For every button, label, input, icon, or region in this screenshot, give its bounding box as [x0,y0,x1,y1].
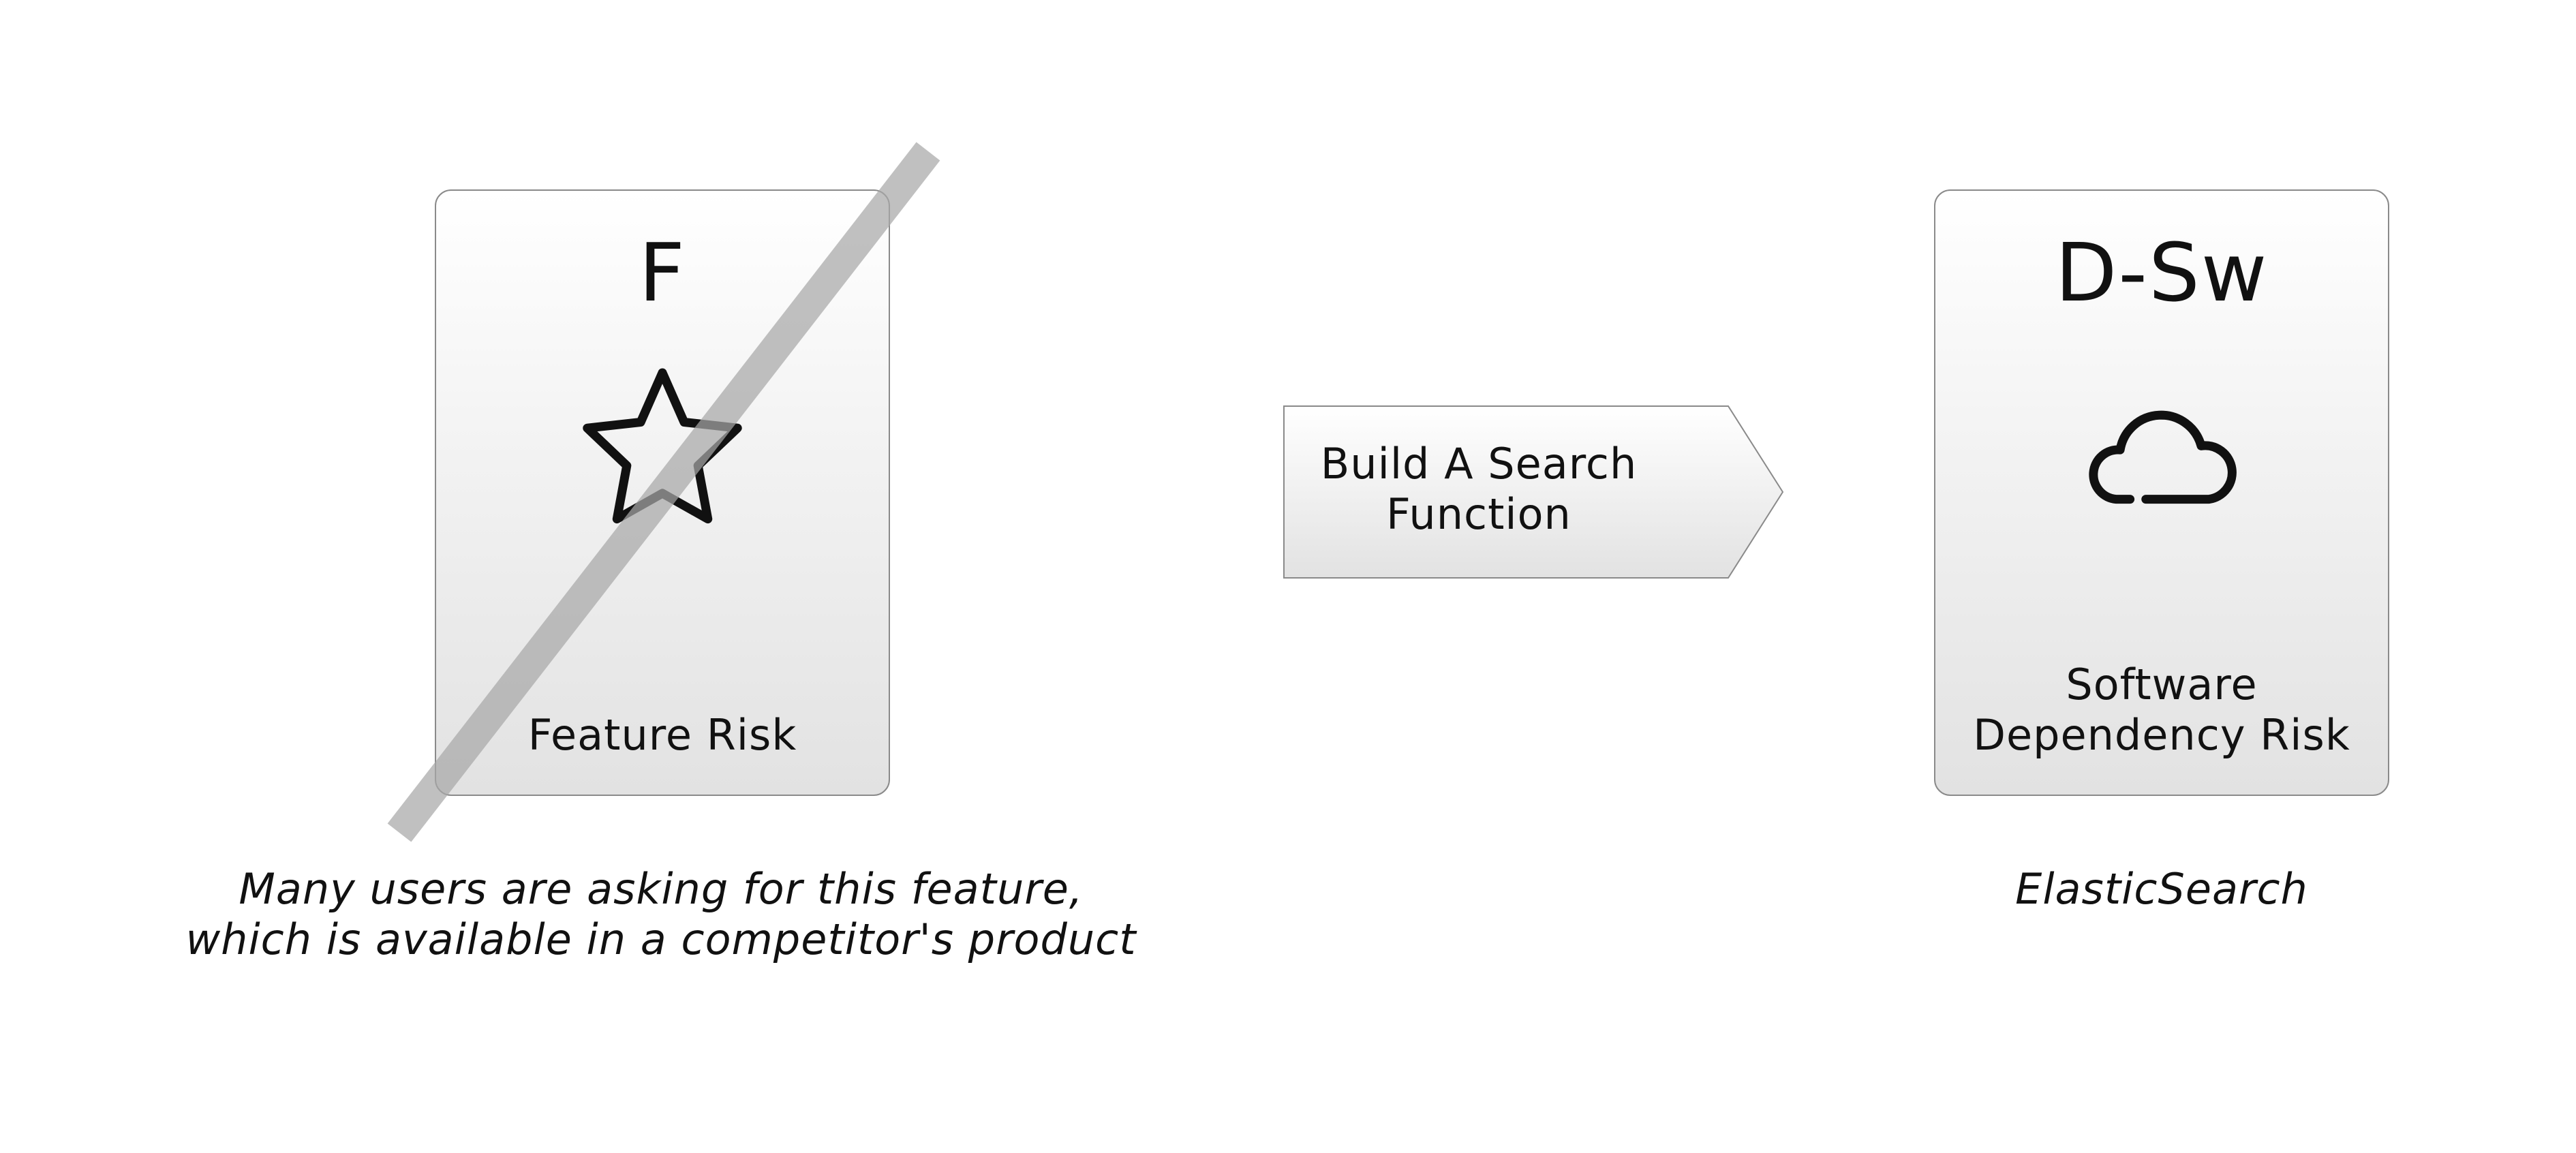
action-arrow [1283,405,1784,579]
feature-risk-letter: F [639,226,686,320]
action-label: Build A Search Function [1320,439,1638,539]
dependency-caption: ElasticSearch [2015,864,2308,914]
software-dependency-risk-card: D-Sw Software Dependency Risk [1934,189,2389,796]
dependency-risk-label-line-1: Software [2066,660,2258,709]
dependency-risk-label: Software Dependency Risk [1935,660,2388,760]
dependency-risk-letter: D-Sw [2055,226,2269,320]
feature-risk-card: F Feature Risk [435,189,890,796]
feature-caption-line-1: Many users are asking for this feature, [239,864,1084,914]
feature-caption-line-2: which is available in a competitor's pro… [185,914,1137,964]
star-icon [436,353,889,551]
feature-risk-label: Feature Risk [527,710,797,760]
feature-caption: Many users are asking for this feature, … [129,864,1193,965]
cloud-icon [1935,353,2388,551]
dependency-risk-label-line-2: Dependency Risk [1973,710,2350,760]
